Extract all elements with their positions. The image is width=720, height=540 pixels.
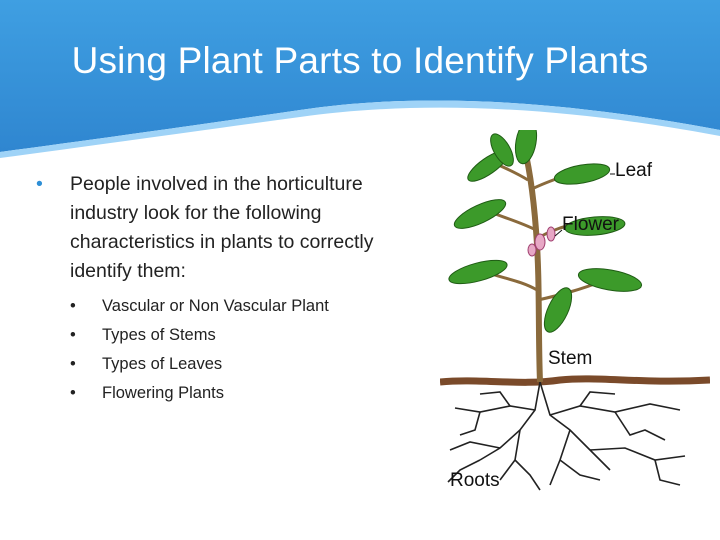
plant-diagram: Leaf Flower Stem Roots xyxy=(439,119,711,500)
header-wave-background xyxy=(0,0,720,158)
flower-icon xyxy=(527,226,556,257)
leaf-label: Leaf xyxy=(615,160,652,181)
soil-line xyxy=(439,375,711,386)
slide-title: Using Plant Parts to Identify Plants xyxy=(71,40,649,81)
sub-bullet-item: • Vascular or Non Vascular Plant xyxy=(70,292,416,321)
sub-bullet-text: Flowering Plants xyxy=(102,384,224,402)
bullet-marker: • xyxy=(70,355,76,373)
stem-icon xyxy=(519,137,543,383)
sub-bullet-item: • Types of Leaves xyxy=(70,350,416,379)
sub-bullet-text: Vascular or Non Vascular Plant xyxy=(102,297,329,315)
roots-label: Roots xyxy=(450,470,500,491)
sub-bullet-item: • Types of Stems xyxy=(70,321,416,350)
flower-label: Flower xyxy=(562,214,620,235)
sub-bullet-text: Types of Stems xyxy=(102,326,216,344)
bullet-marker: • xyxy=(70,384,76,402)
sub-bullet-text: Types of Leaves xyxy=(102,355,223,373)
bullet-marker: • xyxy=(36,173,43,195)
bullet-marker: • xyxy=(70,326,76,344)
bullet-marker: • xyxy=(70,297,76,315)
sub-bullet-item: • Flowering Plants xyxy=(70,379,416,408)
plant-illustration xyxy=(439,119,711,491)
main-bullet: • People involved in the horticulture in… xyxy=(36,170,416,286)
roots-icon xyxy=(447,381,686,491)
slide-body: • People involved in the horticulture in… xyxy=(36,170,416,408)
sub-bullet-list: • Vascular or Non Vascular Plant • Types… xyxy=(36,292,416,408)
main-bullet-text: People involved in the horticulture indu… xyxy=(70,173,374,282)
stem-label: Stem xyxy=(548,348,593,369)
leaf-icon xyxy=(448,119,643,333)
